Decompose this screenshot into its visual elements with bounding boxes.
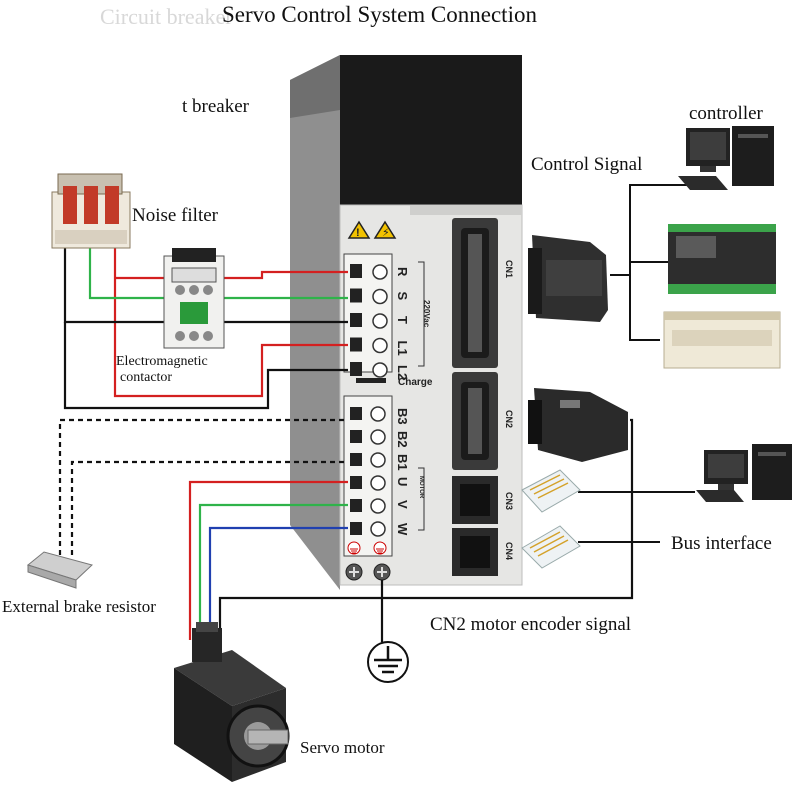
terminal-slot [350, 522, 362, 535]
noise-filter-label: Noise filter [132, 205, 219, 226]
terminal-screw [370, 498, 386, 514]
terminal-slot [350, 362, 362, 376]
svg-text:⚡: ⚡ [382, 227, 390, 239]
terminal-label-b3: B3 [395, 408, 410, 425]
circuit-breaker-label: t breaker [182, 96, 249, 117]
terminal-label-v: V [395, 500, 410, 509]
terminal-slot [350, 264, 362, 278]
terminal-slot [350, 499, 362, 512]
external-brake-resistor [26, 551, 93, 589]
terminal-label-b2: B2 [395, 431, 410, 448]
cn2-label: CN2 [504, 410, 514, 428]
noise-filter [51, 173, 131, 249]
terminal-slot [350, 407, 362, 420]
svg-text:!: ! [356, 227, 360, 239]
terminal-screw [370, 475, 386, 491]
drive-top-cover [340, 55, 522, 205]
terminal-screw [372, 337, 388, 354]
diagram-title: Servo Control System Connection [222, 2, 537, 27]
bus-interface-label: Bus interface [671, 533, 772, 554]
warning-icon: ! [347, 220, 371, 239]
cn4-port [452, 528, 498, 576]
plc-module [663, 311, 781, 369]
brake-resistor-label: External brake resistor [2, 597, 156, 616]
computer-icon [678, 126, 774, 190]
terminal-screw [370, 452, 386, 468]
terminal-label-t: T [395, 316, 410, 324]
contactor-label-line2: contactor [120, 370, 173, 385]
charge-label: Charge [398, 377, 433, 388]
terminal-label-w: W [395, 523, 410, 536]
terminal-slot [350, 288, 362, 303]
cn2-port [452, 372, 498, 470]
warning-icon: ⚡ [373, 220, 397, 239]
computer-icon [696, 444, 792, 502]
terminal-label-r: R [395, 267, 410, 277]
mains-wiring [58, 245, 634, 642]
terminal-slot [350, 337, 362, 352]
control-signal-label: Control Signal [531, 154, 643, 175]
terminal-screw [372, 264, 388, 280]
circuit-breaker-ghost-title: Circuit breaker [100, 4, 233, 29]
motor-terminal-block [343, 395, 393, 557]
cn3-port [452, 476, 498, 524]
controller-label: controller [689, 103, 763, 124]
terminal-screw [370, 429, 386, 445]
terminal-screw [372, 362, 388, 378]
terminal-slot [350, 453, 362, 466]
terminal-slot [350, 430, 362, 443]
terminal-screw [370, 521, 386, 537]
electromagnetic-contactor [163, 248, 225, 349]
encoder-signal-label: CN2 motor encoder signal [430, 614, 632, 635]
terminal-screw [370, 406, 386, 422]
motor-icon [174, 622, 290, 782]
contactor-label-line1: Electromagnetic [116, 354, 208, 369]
signal-wiring [578, 184, 695, 543]
terminal-label-s: S [395, 292, 410, 301]
terminal-label-u: U [395, 477, 410, 486]
panel-ground-icon [347, 541, 387, 555]
cn1-label: CN1 [504, 260, 514, 278]
terminal-slot [350, 313, 362, 327]
rj45-plug-icon [521, 525, 581, 569]
cn3-label: CN3 [504, 492, 514, 510]
cn1-port [452, 218, 498, 368]
charge-led [356, 378, 386, 383]
db-connector-icon [528, 235, 608, 322]
cn4-label: CN4 [504, 542, 514, 560]
plc-module [668, 224, 776, 294]
db-connector-icon [528, 388, 628, 462]
rj45-plug-icon [521, 469, 581, 513]
terminal-screw [372, 288, 388, 305]
ground-icon [367, 641, 409, 683]
terminal-label-b1: B1 [395, 454, 410, 471]
terminal-label-l1: L1 [395, 341, 410, 356]
servo-motor-label: Servo motor [300, 738, 385, 757]
terminal-label-l2: L2 [395, 365, 410, 380]
terminal-screw [372, 313, 388, 329]
motor-tag: MOTOR [418, 476, 424, 499]
terminal-slot [350, 476, 362, 489]
power-rating-text: 220Vac [422, 300, 431, 328]
power-terminal-block [343, 253, 393, 378]
